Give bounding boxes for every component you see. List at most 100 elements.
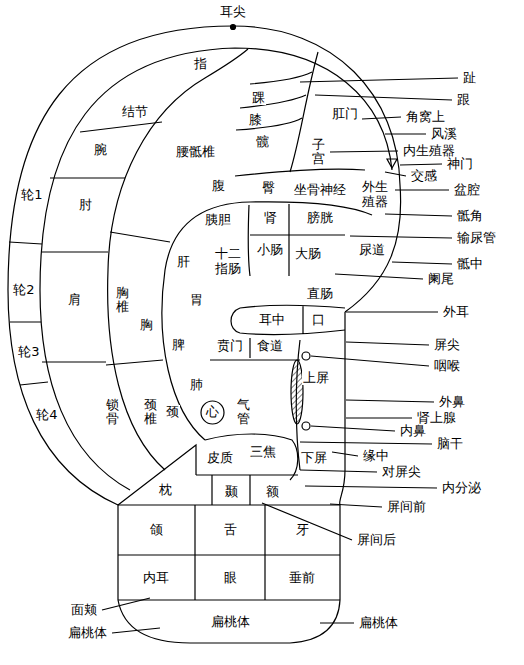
ear-point-label: 肘 — [78, 198, 93, 212]
ear-point-label: 皮质 — [206, 451, 234, 465]
ear-point-label: 对屏尖 — [381, 465, 422, 479]
ear-point-label: 颈椎 — [143, 398, 158, 427]
ear-point-label: 角窝上 — [405, 110, 446, 124]
region-divider — [9, 242, 48, 385]
ear-point-label: 子宫 — [311, 138, 326, 167]
antitragus-edge — [205, 434, 298, 480]
ear-point-label: 下屏 — [300, 451, 328, 465]
ear-point-label: 胰胆 — [204, 213, 232, 227]
ear-point-label: 屏间后 — [356, 533, 397, 547]
ear-point-label: 口 — [311, 313, 326, 327]
ear-point-label: 臀 — [261, 181, 276, 195]
ear-point-label: 跟 — [456, 93, 471, 107]
ear-point-label: 三焦 — [249, 445, 277, 459]
ear-point-label: 骶角 — [456, 209, 484, 223]
apex-dot — [231, 25, 236, 30]
region-divider — [236, 72, 312, 130]
ear-point-label: 内鼻 — [399, 424, 427, 438]
ear-point-label: 肝 — [176, 255, 191, 269]
ear-point-label: 咽喉 — [433, 359, 461, 373]
ear-point-label: 舌 — [223, 523, 238, 537]
leader-line — [102, 598, 354, 633]
ear-point-label: 脾 — [171, 338, 186, 352]
ear-point-label: 脑干 — [436, 437, 464, 451]
ear-point-label: 屏尖 — [433, 338, 461, 352]
ear-point-label: 腕 — [93, 143, 108, 157]
ear-point-label: 肾 — [263, 211, 278, 225]
ear-point-label: 胸 — [139, 318, 154, 332]
ear-point-label: 内分泌 — [441, 481, 482, 495]
ear-outline — [8, 26, 401, 505]
ear-point-label: 贲门 — [216, 339, 244, 353]
ear-point-label: 腹 — [211, 179, 226, 193]
ear-point-label: 坐骨神经 — [293, 183, 347, 197]
shenmen-triangle — [387, 159, 397, 168]
ear-point-label: 外鼻 — [438, 395, 466, 409]
ear-point-label: 颌 — [149, 523, 164, 537]
region-divider — [248, 204, 345, 276]
ear-point-label: 锁骨 — [105, 398, 120, 427]
ear-point-label: 小肠 — [256, 243, 284, 257]
ear-point-label: 大肠 — [294, 247, 322, 261]
ear-point-label: 交感 — [410, 169, 438, 183]
antihelix-edge — [108, 49, 248, 470]
circle-outline — [201, 401, 224, 424]
ear-point-label: 内耳 — [142, 571, 170, 585]
ear-point-label: 肺 — [189, 378, 204, 392]
region-divider — [106, 232, 170, 365]
ear-point-label: 扁桃体 — [210, 615, 251, 629]
ear-point-label: 踝 — [251, 91, 266, 105]
point-circle — [302, 422, 310, 430]
ear-point-label: 外生 殖器 — [360, 180, 389, 210]
ear-point-label: 轮1 — [20, 188, 43, 202]
ear-point-label: 骶中 — [456, 257, 484, 271]
leader-line — [262, 312, 438, 540]
ear-point-label: 轮4 — [35, 408, 58, 422]
helix-edge — [40, 48, 392, 490]
hatched-area — [291, 360, 303, 424]
ear-point-label: 扁桃体 — [358, 616, 399, 630]
ear-point-label: 气管 — [236, 398, 251, 427]
ear-point-label: 阑尾 — [427, 272, 455, 286]
ear-point-label: 缘中 — [362, 449, 390, 463]
ear-point-label: 眼 — [223, 571, 238, 585]
ear-point-label: 盆腔 — [453, 183, 481, 197]
concha-edge — [162, 202, 372, 440]
lobe-outline — [118, 505, 340, 643]
ear-point-label: 胃 — [189, 293, 204, 307]
ear-point-label: 耳尖 — [219, 5, 247, 19]
ear-point-label: 外耳 — [442, 305, 470, 319]
ear-point-label: 胸椎 — [115, 286, 130, 315]
ear-point-label: 上屏 — [302, 371, 330, 385]
ear-point-label: 腰骶椎 — [175, 145, 216, 159]
ear-point-label: 输尿管 — [456, 231, 497, 245]
ear-point-label: 直肠 — [306, 287, 334, 301]
ear-point-label: 垂前 — [288, 571, 316, 585]
ear-point-label: 扁桃体 — [67, 626, 108, 640]
region-divider — [210, 338, 300, 360]
ear-point-label: 面颊 — [70, 603, 98, 617]
ear-point-label: 膝 — [248, 113, 263, 127]
ear-point-label: 趾 — [462, 71, 477, 85]
heart-circle: 心 — [200, 400, 225, 425]
ear-point-label: 风溪 — [430, 127, 458, 141]
ear-point-label: 结节 — [121, 105, 149, 119]
ear-point-label: 十二 指肠 — [213, 247, 242, 277]
helix-crus — [231, 305, 345, 334]
ear-point-label: 指 — [193, 57, 208, 71]
region-divider — [42, 122, 162, 362]
fossa-edge — [235, 169, 365, 176]
ear-point-label: 食道 — [256, 339, 284, 353]
point-circle — [302, 352, 310, 360]
ear-point-label: 髋 — [255, 135, 270, 149]
lobe-grid — [118, 505, 340, 600]
ear-point-label: 耳中 — [258, 313, 286, 327]
ear-point-label: 轮2 — [12, 283, 35, 297]
ear-point-label: 牙 — [295, 523, 310, 537]
ear-point-label: 肛门 — [331, 107, 359, 121]
ear-point-label: 尿道 — [358, 243, 386, 257]
region-divider — [118, 445, 298, 505]
tragus-outline — [340, 312, 345, 505]
ear-point-label: 颈 — [165, 405, 180, 419]
ear-point-label: 肩 — [67, 293, 82, 307]
